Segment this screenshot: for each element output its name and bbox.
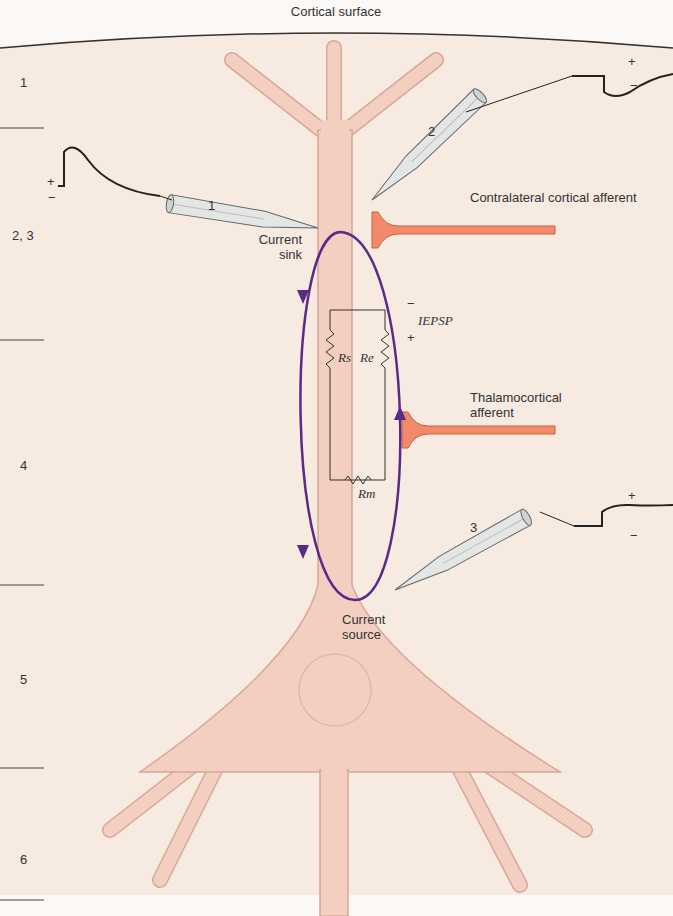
label: 1 [20,75,27,90]
label: Cortical surface [291,4,381,19]
label: Current sink [246,232,302,262]
label: − [407,296,415,311]
label: Re [360,350,374,365]
label: 3 [470,520,477,535]
label: 2 [428,124,435,139]
layer-ticks [0,128,44,900]
soma-and-trunk [140,130,560,772]
dendrite-fill [110,48,585,885]
axon [320,770,348,916]
resistor-network [326,310,389,484]
label: Thalamocortical afferent [470,390,590,420]
label: 6 [20,852,27,867]
label: 2, 3 [12,228,34,243]
contralateral-afferent [372,212,555,248]
label: 1 [208,198,215,213]
label: + [628,54,636,69]
label: + [407,330,415,345]
label: + [47,174,55,189]
trunk-joint [321,120,349,150]
trace-leads [160,76,574,526]
label: Rs [338,350,351,365]
current-arrowheads [297,290,406,559]
label: − [630,78,638,93]
label: IEPSP [418,313,453,328]
electrode [165,194,319,237]
electrodes [165,87,534,598]
nucleus [299,654,371,726]
current-loop [300,232,400,600]
electrode [391,508,534,598]
label: Current source [342,612,412,642]
recording-traces [58,74,673,526]
label: − [630,528,638,543]
electrode [366,87,489,207]
label: Contralateral cortical afferent [470,190,640,205]
label: 4 [20,458,27,473]
label: 5 [20,672,27,687]
axon-joint [322,768,347,774]
label: + [628,488,636,503]
dendrite-outline [110,48,585,885]
label: Rm [358,486,375,501]
label: − [48,190,56,205]
